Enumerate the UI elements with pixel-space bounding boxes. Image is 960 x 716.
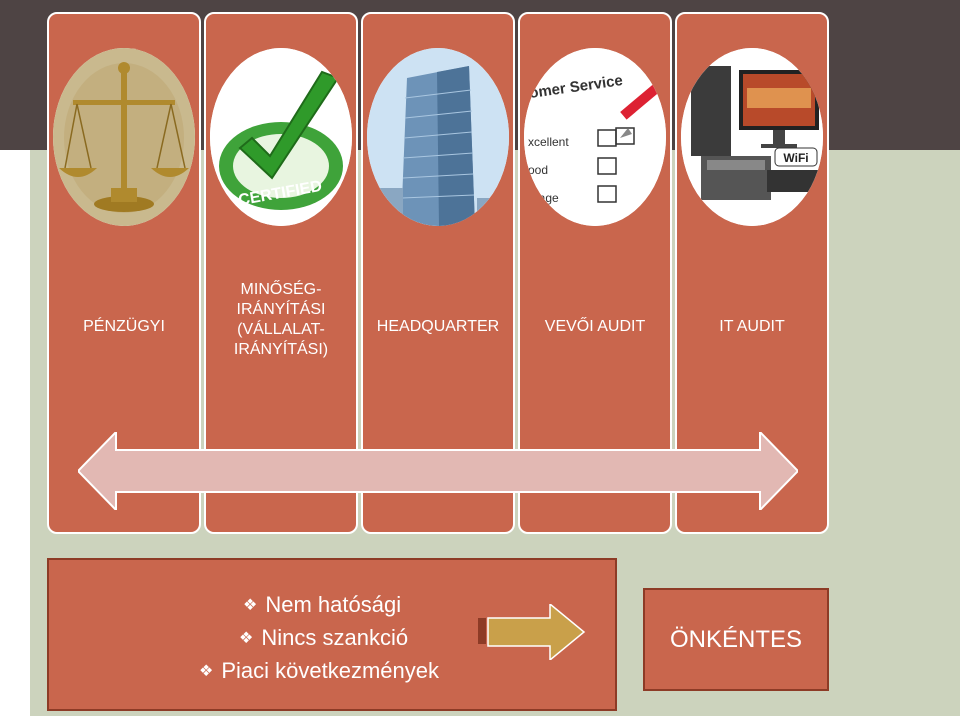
- diamond-bullet-icon: ❖: [199, 663, 214, 680]
- column-label-lines: MINŐSÉG- IRÁNYÍTÁSI (VÁLLALAT- IRÁNYÍTÁS…: [233, 281, 329, 358]
- bullet-item: ❖ Nem hatósági: [243, 590, 439, 623]
- left-edge-strip: [0, 150, 30, 716]
- survey-row: xcellent: [528, 135, 569, 149]
- result-arrow: [478, 602, 586, 665]
- scales-image: [53, 48, 195, 226]
- bullet-item: ❖ Nincs szankció: [239, 623, 439, 656]
- wifi-text: WiFi: [783, 151, 808, 165]
- building-image: [367, 48, 509, 226]
- diamond-bullet-icon: ❖: [243, 597, 258, 614]
- column-label: VEVŐI AUDIT: [544, 318, 646, 335]
- bullet-text: Nincs szankció: [261, 625, 409, 650]
- scales-icon: [53, 48, 195, 226]
- column-vevoi-audit: omer Service xcellent ood erage VEVŐI AU…: [518, 12, 672, 534]
- double-arrow: [76, 429, 800, 513]
- certified-checkmark-icon: CERTIFIED: [210, 48, 352, 226]
- column-label: PÉNZÜGYI: [83, 318, 165, 335]
- computer-printer-icon: WiFi: [681, 48, 823, 226]
- survey-image: omer Service xcellent ood erage: [524, 48, 666, 226]
- column-headquarter: HEADQUARTER: [361, 12, 515, 534]
- bullet-item: ❖ Piaci következmények: [199, 656, 439, 689]
- computer-image: WiFi: [681, 48, 823, 226]
- column-penzugyi: PÉNZÜGYI: [47, 12, 201, 534]
- column-label: MINŐSÉG- IRÁNYÍTÁSI (VÁLLALAT- IRÁNYÍTÁS…: [206, 280, 356, 360]
- survey-checklist-icon: omer Service xcellent ood erage: [524, 48, 666, 226]
- double-arrow-icon: [76, 429, 800, 513]
- survey-row: ood: [528, 163, 548, 177]
- survey-row: erage: [528, 191, 559, 205]
- skyscraper-icon: [367, 48, 509, 226]
- column-it-audit: WiFi IT AUDIT: [675, 12, 829, 534]
- result-box: ÖNKÉNTES: [643, 588, 829, 691]
- result-label: ÖNKÉNTES: [669, 625, 803, 653]
- certified-image: CERTIFIED: [210, 48, 352, 226]
- column-label: IT AUDIT: [719, 318, 785, 335]
- column-label: HEADQUARTER: [376, 318, 500, 335]
- right-arrow-icon: [478, 602, 586, 662]
- diamond-bullet-icon: ❖: [239, 630, 254, 647]
- column-minoseg: CERTIFIED MINŐSÉG- IRÁNYÍTÁSI (VÁLLALAT-…: [204, 12, 358, 534]
- bullet-text: Nem hatósági: [265, 592, 402, 617]
- bullet-list: ❖Nem hatósági ❖Nincs szankció ❖Piaci köv…: [199, 590, 439, 689]
- bullet-text: Piaci következmények: [221, 658, 439, 683]
